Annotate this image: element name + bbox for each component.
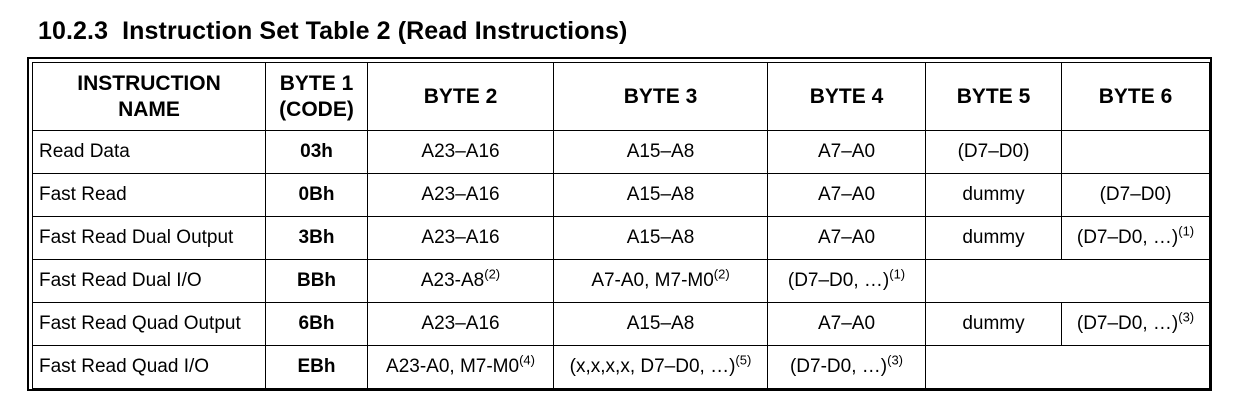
byte3-cell: A15–A8	[553, 173, 768, 217]
instruction-code-cell: 3Bh	[265, 216, 368, 260]
table-row: Read Data 03h A23–A16 A15–A8 A7–A0 (D7–D…	[32, 130, 1210, 174]
byte3-cell: A15–A8	[553, 130, 768, 174]
byte6-cell: (D7–D0, …)(1)	[1061, 216, 1210, 260]
footnote-ref: (2)	[713, 266, 730, 282]
byte4-cell: (D7-D0, …)(3)	[767, 345, 926, 389]
byte4-cell: A7–A0	[767, 302, 926, 346]
section-number: 10.2.3	[38, 17, 109, 45]
footnote-ref: (3)	[887, 352, 903, 368]
footnote-ref: (1)	[889, 266, 906, 282]
byte5-cell: dummy	[925, 173, 1062, 217]
section-title: Instruction Set Table 2 (Read Instructio…	[122, 17, 628, 45]
byte4-cell: A7–A0	[767, 130, 926, 174]
table-row: Fast Read 0Bh A23–A16 A15–A8 A7–A0 dummy…	[32, 173, 1210, 217]
byte5-cell: dummy	[925, 302, 1062, 346]
byte3-cell: A15–A8	[553, 302, 768, 346]
footnote-ref: (3)	[1178, 309, 1195, 325]
byte6-cell: (D7–D0)	[1061, 173, 1210, 217]
footnote-ref: (2)	[484, 266, 501, 282]
footnote-ref: (5)	[735, 352, 752, 368]
byte2-cell: A23-A8(2)	[367, 259, 554, 303]
instruction-code-cell: 0Bh	[265, 173, 368, 217]
header-byte4: BYTE 4	[767, 62, 926, 131]
byte3-value: A7-A0, M7-M0	[591, 270, 714, 291]
byte4-cell: A7–A0	[767, 216, 926, 260]
byte2-cell: A23–A16	[367, 173, 554, 217]
byte4-value: (D7-D0, …)	[789, 356, 888, 377]
table-row: Fast Read Quad I/O EBh A23-A0, M7-M0(4) …	[32, 345, 1210, 389]
instruction-code-cell: 03h	[265, 130, 368, 174]
instruction-name-cell: Read Data	[32, 130, 266, 174]
empty-trailing-cell	[925, 259, 1210, 303]
byte2-value: A23-A0, M7-M0	[386, 356, 520, 377]
instruction-name-cell: Fast Read Quad I/O	[32, 345, 266, 389]
byte6-value: (D7–D0, …)	[1076, 227, 1179, 248]
instruction-set-table: INSTRUCTION NAME BYTE 1 (CODE) BYTE 2 BY…	[32, 62, 1210, 389]
byte3-value: (x,x,x,x, D7–D0, …)	[569, 356, 736, 377]
byte3-cell: A15–A8	[553, 216, 768, 260]
byte6-value: (D7–D0, …)	[1076, 313, 1179, 334]
instruction-name-cell: Fast Read Dual I/O	[32, 259, 266, 303]
empty-trailing-cell	[925, 345, 1210, 389]
byte2-cell: A23–A16	[367, 302, 554, 346]
byte3-cell: (x,x,x,x, D7–D0, …)(5)	[553, 345, 768, 389]
instruction-name-cell: Fast Read Quad Output	[32, 302, 266, 346]
byte5-cell: dummy	[925, 216, 1062, 260]
header-byte3: BYTE 3	[553, 62, 768, 131]
header-byte2: BYTE 2	[367, 62, 554, 131]
byte6-cell	[1061, 130, 1210, 174]
footnote-ref: (1)	[1178, 223, 1195, 239]
table-row: Fast Read Dual I/O BBh A23-A8(2) A7-A0, …	[32, 259, 1210, 303]
byte3-cell: A7-A0, M7-M0(2)	[553, 259, 768, 303]
byte6-cell: (D7–D0, …)(3)	[1061, 302, 1210, 346]
byte2-value: A23-A8	[420, 270, 485, 291]
footnote-ref: (4)	[519, 352, 535, 368]
instruction-name-cell: Fast Read	[32, 173, 266, 217]
byte5-cell: (D7–D0)	[925, 130, 1062, 174]
byte2-cell: A23-A0, M7-M0(4)	[367, 345, 554, 389]
instruction-name-cell: Fast Read Dual Output	[32, 216, 266, 260]
instruction-code-cell: EBh	[265, 345, 368, 389]
byte4-cell: (D7–D0, …)(1)	[767, 259, 926, 303]
table-row: Fast Read Dual Output 3Bh A23–A16 A15–A8…	[32, 216, 1210, 260]
byte2-cell: A23–A16	[367, 130, 554, 174]
byte4-value: (D7–D0, …)	[787, 270, 890, 291]
header-instruction-name: INSTRUCTION NAME	[32, 62, 266, 131]
byte2-cell: A23–A16	[367, 216, 554, 260]
section-heading: 10.2.3 Instruction Set Table 2 (Read Inst…	[38, 17, 627, 46]
header-byte6: BYTE 6	[1061, 62, 1210, 131]
instruction-code-cell: BBh	[265, 259, 368, 303]
header-byte1-code: BYTE 1 (CODE)	[265, 62, 368, 131]
instruction-table-frame: INSTRUCTION NAME BYTE 1 (CODE) BYTE 2 BY…	[27, 57, 1212, 391]
byte4-cell: A7–A0	[767, 173, 926, 217]
table-header-row: INSTRUCTION NAME BYTE 1 (CODE) BYTE 2 BY…	[32, 62, 1210, 131]
header-byte5: BYTE 5	[925, 62, 1062, 131]
instruction-code-cell: 6Bh	[265, 302, 368, 346]
table-row: Fast Read Quad Output 6Bh A23–A16 A15–A8…	[32, 302, 1210, 346]
